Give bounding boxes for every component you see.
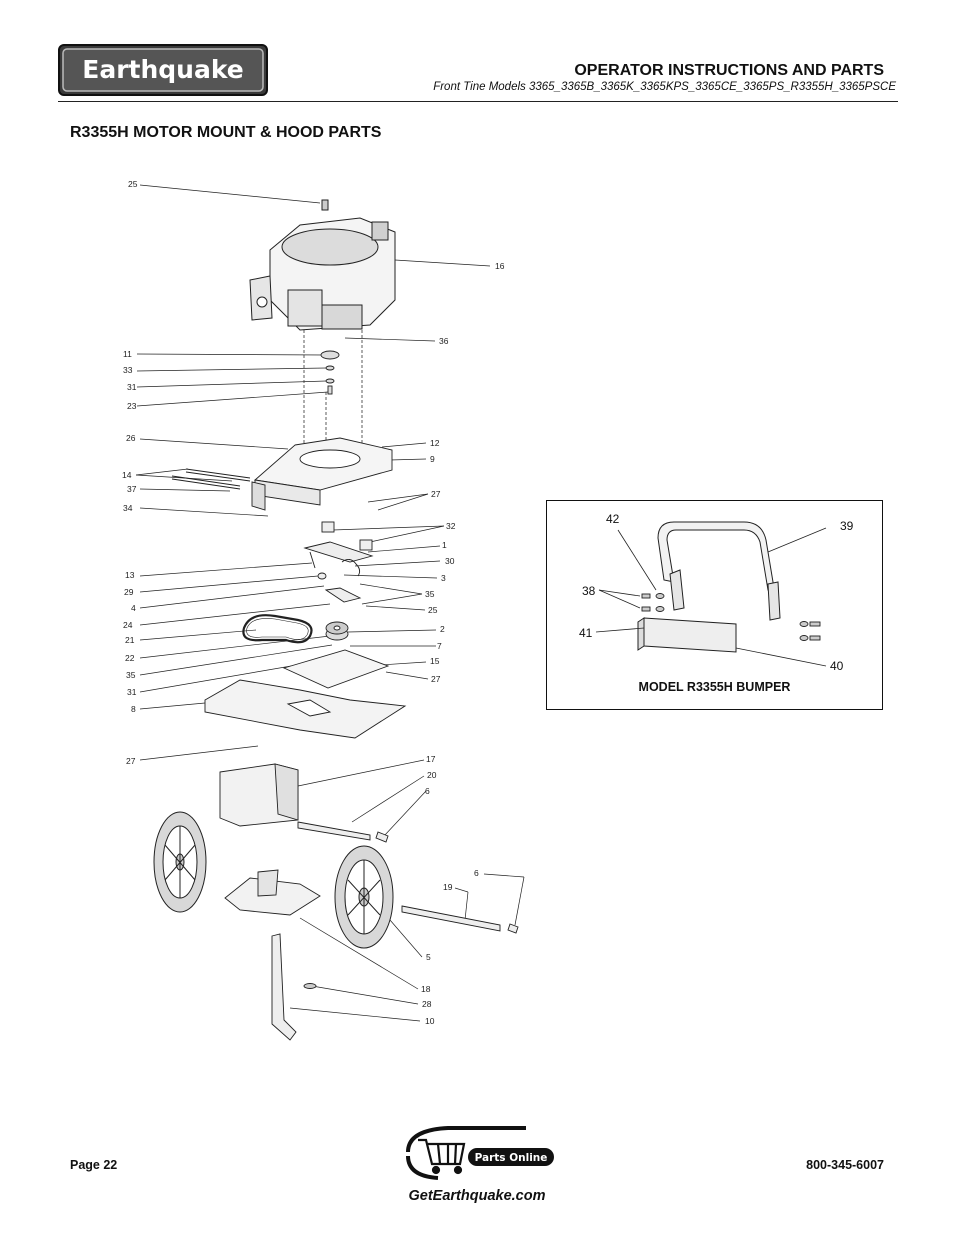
callout-26: 26 (126, 433, 136, 443)
callout-22: 22 (125, 653, 135, 663)
callout-23: 23 (127, 401, 137, 411)
callout-5: 5 (426, 952, 431, 962)
callout-34: 34 (123, 503, 133, 513)
callout-29: 29 (124, 587, 134, 597)
callout-31: 31 (127, 382, 137, 392)
callout-2: 2 (440, 624, 445, 634)
callout-1: 1 (442, 540, 447, 550)
callout-3: 3 (441, 573, 446, 583)
callout-39: 39 (840, 519, 854, 533)
section-title: R3355H MOTOR MOUNT & HOOD PARTS (70, 124, 382, 141)
engine-16 (249, 199, 396, 331)
header-divider (58, 101, 898, 102)
bumper-bracket-40 (637, 617, 737, 653)
callout-7: 7 (437, 641, 442, 651)
wheel-left (153, 811, 207, 913)
callout-12: 12 (430, 438, 440, 448)
callout-18: 18 (421, 984, 431, 994)
wheel-right (334, 845, 394, 949)
belt-21 (242, 614, 313, 644)
callout-24: 24 (123, 620, 133, 630)
callout-25: 25 (428, 605, 438, 615)
parts-online-logo[interactable]: Parts Online (398, 1124, 558, 1184)
earthquake-logo: Earthquake (58, 44, 268, 96)
callout-28: 28 (422, 999, 432, 1009)
callout-40: 40 (830, 659, 844, 673)
website-link[interactable]: GetEarthquake.com (408, 1188, 546, 1204)
callout-17: 17 (426, 754, 436, 764)
callout-27: 27 (126, 756, 136, 766)
bracket-18 (224, 869, 321, 916)
plate-15 (282, 649, 390, 689)
depth-bar-10 (271, 933, 317, 1041)
callout-37: 37 (127, 484, 137, 494)
callout-6: 6 (425, 786, 430, 796)
callout-30: 30 (445, 556, 455, 566)
callout-13: 13 (125, 570, 135, 580)
callout-16: 16 (495, 261, 505, 271)
callout-19: 19 (443, 882, 453, 892)
callout-42: 42 (606, 512, 620, 526)
bumper-callouts: 42 39 38 41 40 (579, 512, 854, 673)
callout-27: 27 (431, 674, 441, 684)
callout-35: 35 (126, 670, 136, 680)
frame-17 (219, 763, 299, 827)
callout-10: 10 (425, 1016, 435, 1026)
callout-32: 32 (446, 521, 456, 531)
callout-15: 15 (430, 656, 440, 666)
assembly-guide-lines (303, 325, 363, 466)
callout-6: 6 (474, 868, 479, 878)
callout-27: 27 (431, 489, 441, 499)
crankshaft-hardware (320, 350, 340, 395)
leader-lines (135, 184, 525, 1022)
page-number: Page 22 (70, 1158, 118, 1172)
callout-9: 9 (430, 454, 435, 464)
parts-online-label: Parts Online (475, 1152, 548, 1164)
callout-21: 21 (125, 635, 135, 645)
logo-text: Earthquake (82, 55, 244, 84)
bumper-inset-box (546, 500, 883, 710)
phone-number: 800-345-6007 (806, 1158, 884, 1172)
callout-38: 38 (582, 584, 596, 598)
bumper-caption: MODEL R3355H BUMPER (638, 680, 791, 694)
callout-31: 31 (127, 687, 137, 697)
callout-25: 25 (128, 179, 138, 189)
document-subtitle: Front Tine Models 3365_3365B_3365K_3365K… (433, 81, 896, 93)
callout-numbers: 25 16 36 11 33 31 23 26 12 9 14 37 27 34… (122, 179, 505, 1026)
callout-35: 35 (425, 589, 435, 599)
axles (297, 821, 519, 934)
callout-8: 8 (131, 704, 136, 714)
callout-20: 20 (427, 770, 437, 780)
bumper-leader-lines (595, 527, 827, 667)
bumper-diagram: 42 39 38 41 40 (579, 512, 854, 673)
shopping-cart-icon (418, 1138, 466, 1175)
callout-4: 4 (131, 603, 136, 613)
bumper-39 (657, 521, 781, 621)
callout-33: 33 (123, 365, 133, 375)
idler-assembly (303, 521, 374, 603)
callout-41: 41 (579, 626, 593, 640)
callout-36: 36 (439, 336, 449, 346)
document-title: OPERATOR INSTRUCTIONS AND PARTS (574, 62, 884, 79)
callout-14: 14 (122, 470, 132, 480)
hood-8 (204, 679, 407, 739)
callout-11: 11 (123, 349, 132, 359)
bumper-hardware-38 (641, 593, 821, 641)
motor-mount-9 (171, 437, 393, 511)
pulley-2 (325, 621, 349, 641)
